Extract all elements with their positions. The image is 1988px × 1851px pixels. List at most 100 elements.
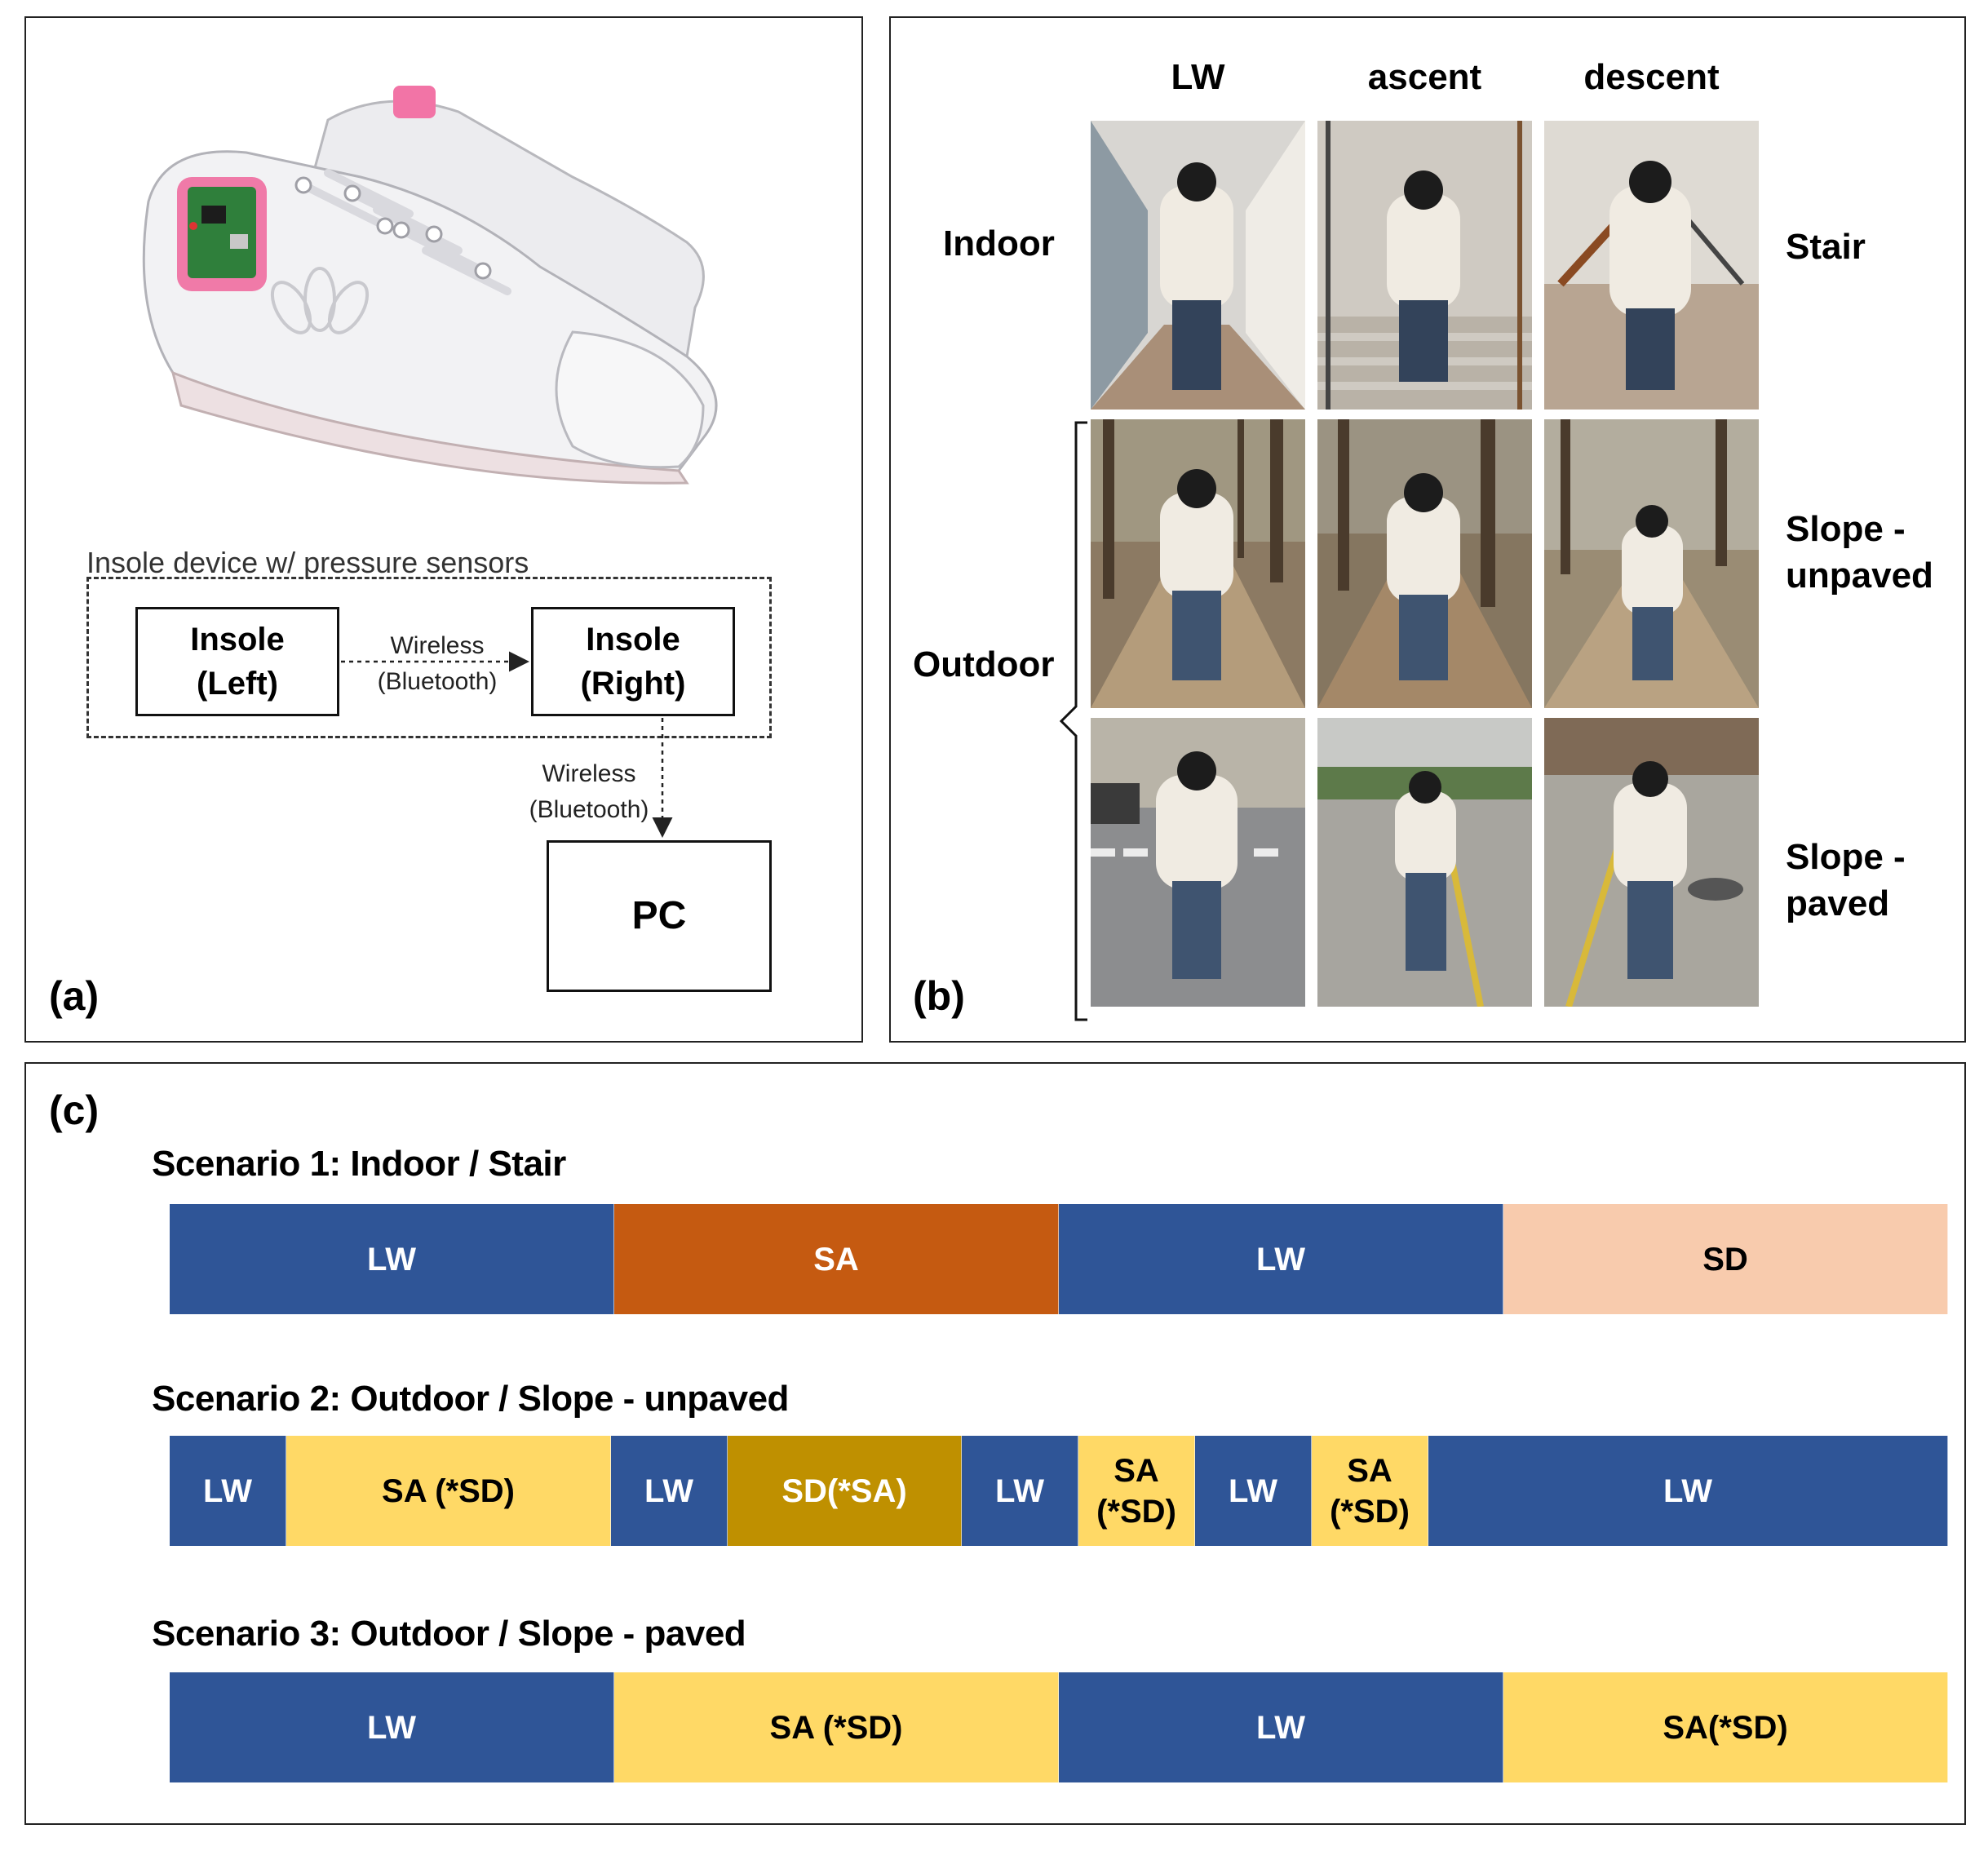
segment-label-line: SD(*SA) [781,1472,907,1509]
insole-right-line1: Insole [586,622,680,658]
scenario-1-segment: LW [170,1204,614,1314]
photo-unpaved-descent [1544,419,1759,708]
device-caption: Insole device w/ pressure sensors [86,546,529,579]
scenario-3-segment: SA (*SD) [614,1672,1059,1782]
segment-label-line: LW [203,1472,252,1509]
panel-b-label: (b) [913,973,965,1019]
scenario-2-segment: LW [611,1436,728,1546]
scenario-2-segment: LW [1195,1436,1312,1546]
segment-label-line: (*SD) [1096,1493,1176,1530]
photo-indoor-descent [1544,121,1759,410]
panel-a: Insole device w/ pressure sensors Insole… [24,16,863,1043]
scenario-1-segment: LW [1059,1204,1503,1314]
column-header-lw: LW [1171,57,1225,97]
paved-line2: paved [1786,883,1890,924]
insole-left-line1: Insole [190,622,285,658]
segment-label-line: SA(*SD) [1663,1709,1788,1746]
device-enclosure [86,577,772,738]
scenario-2-segment: LW [170,1436,286,1546]
scenario-2-segment: LW [1428,1436,1948,1546]
segment-label-line: LW [1256,1709,1305,1746]
segment-label: SA (*SD) [382,1471,515,1512]
scenario-3-segment: SA(*SD) [1503,1672,1948,1782]
row-label-slope-unpaved: Slope - unpaved [1786,506,1933,599]
segment-label: SA(*SD) [1663,1707,1787,1748]
paved-line1: Slope - [1786,837,1906,877]
scenario-2-segment: SA (*SD) [1312,1436,1428,1546]
scenario-3-segment: LW [1059,1672,1503,1782]
segment-label-line: LW [367,1241,416,1278]
row-label-stair: Stair [1786,224,1866,270]
link2-line1: Wireless [542,760,636,787]
segment-label-line: SA [813,1241,859,1278]
segment-label: LW [995,1471,1044,1512]
scenario-2-title: Scenario 2: Outdoor / Slope - unpaved [152,1379,789,1419]
unpaved-line1: Slope - [1786,509,1906,549]
panel-a-label: (a) [49,973,100,1019]
scenario-3-segment: LW [170,1672,614,1782]
pc-label: PC [631,893,687,937]
row-label-outdoor: Outdoor [913,644,1055,684]
segment-label-line: LW [644,1472,693,1509]
segment-label: SD [1702,1239,1748,1280]
insole-left-box: Insole (Left) [135,607,339,716]
photo-paved-descent [1544,718,1759,1007]
segment-label-line: LW [1663,1472,1712,1509]
segment-label: SA [813,1239,859,1280]
scenario-2-segment: SA(*SD) [1078,1436,1195,1546]
link1-line2: (Bluetooth) [377,667,498,695]
segment-label: SA (*SD) [770,1707,903,1748]
scenario-3-bar: LW SA (*SD) LW SA(*SD) [170,1672,1948,1782]
segment-label-line: SA (*SD) [382,1472,515,1509]
insole-right-box: Insole (Right) [531,607,735,716]
segment-label-line: (*SD) [1330,1493,1410,1530]
column-header-ascent: ascent [1367,57,1482,97]
unpaved-line2: unpaved [1786,556,1933,596]
segment-label-line: LW [1229,1472,1277,1509]
scenario-1-title: Scenario 1: Indoor / Stair [152,1144,566,1184]
photo-unpaved-lw [1091,419,1305,708]
connector-arrows [341,651,673,838]
segment-label-line: SA (*SD) [769,1709,903,1746]
scenario-1-bar: LW SA LW SD [170,1204,1948,1314]
scenario-2-segment: LW [962,1436,1078,1546]
segment-label: LW [203,1471,252,1512]
scenario-1-segment: SD [1503,1204,1948,1314]
insole-right-line2: (Right) [580,666,686,702]
segment-label-line: LW [1256,1241,1305,1278]
segment-label-line: LW [367,1709,416,1746]
segment-label: LW [1663,1471,1712,1512]
link-right-pc-label: Wireless (Bluetooth) [516,756,662,827]
segment-label: SD(*SA) [781,1471,906,1512]
link-left-right-label: Wireless (Bluetooth) [356,628,519,699]
segment-label: LW [644,1471,693,1512]
segment-label: LW [367,1707,416,1748]
photo-unpaved-ascent [1317,419,1532,708]
scenario-2-segment: SD(*SA) [728,1436,962,1546]
insole-left-line2: (Left) [197,666,278,702]
segment-label: LW [1256,1239,1305,1280]
insole-sneakers-image [142,86,718,485]
scenario-2-segment: SA (*SD) [286,1436,611,1546]
segment-label: LW [1229,1471,1277,1512]
outdoor-bracket [1059,421,1087,1021]
row-label-slope-paved: Slope - paved [1786,834,1906,927]
row-label-indoor: Indoor [943,224,1055,263]
scenario-1-segment: SA [614,1204,1059,1314]
photo-indoor-lw [1091,121,1305,410]
segment-label-line: SD [1702,1241,1748,1278]
column-header-descent: descent [1583,57,1720,97]
link2-line2: (Bluetooth) [529,795,649,823]
segment-label: SA(*SD) [1096,1450,1176,1532]
segment-label-line: SA [1347,1452,1392,1489]
stair-line1: Stair [1786,227,1866,267]
photo-indoor-ascent [1317,121,1532,410]
segment-label-line: LW [995,1472,1044,1509]
panel-c-label: (c) [49,1087,100,1133]
photo-paved-ascent [1317,718,1532,1007]
link1-line1: Wireless [390,632,485,659]
segment-label: LW [1256,1707,1305,1748]
panel-b: LW ascent descent Indoor Outdoor Stair S… [889,16,1966,1043]
